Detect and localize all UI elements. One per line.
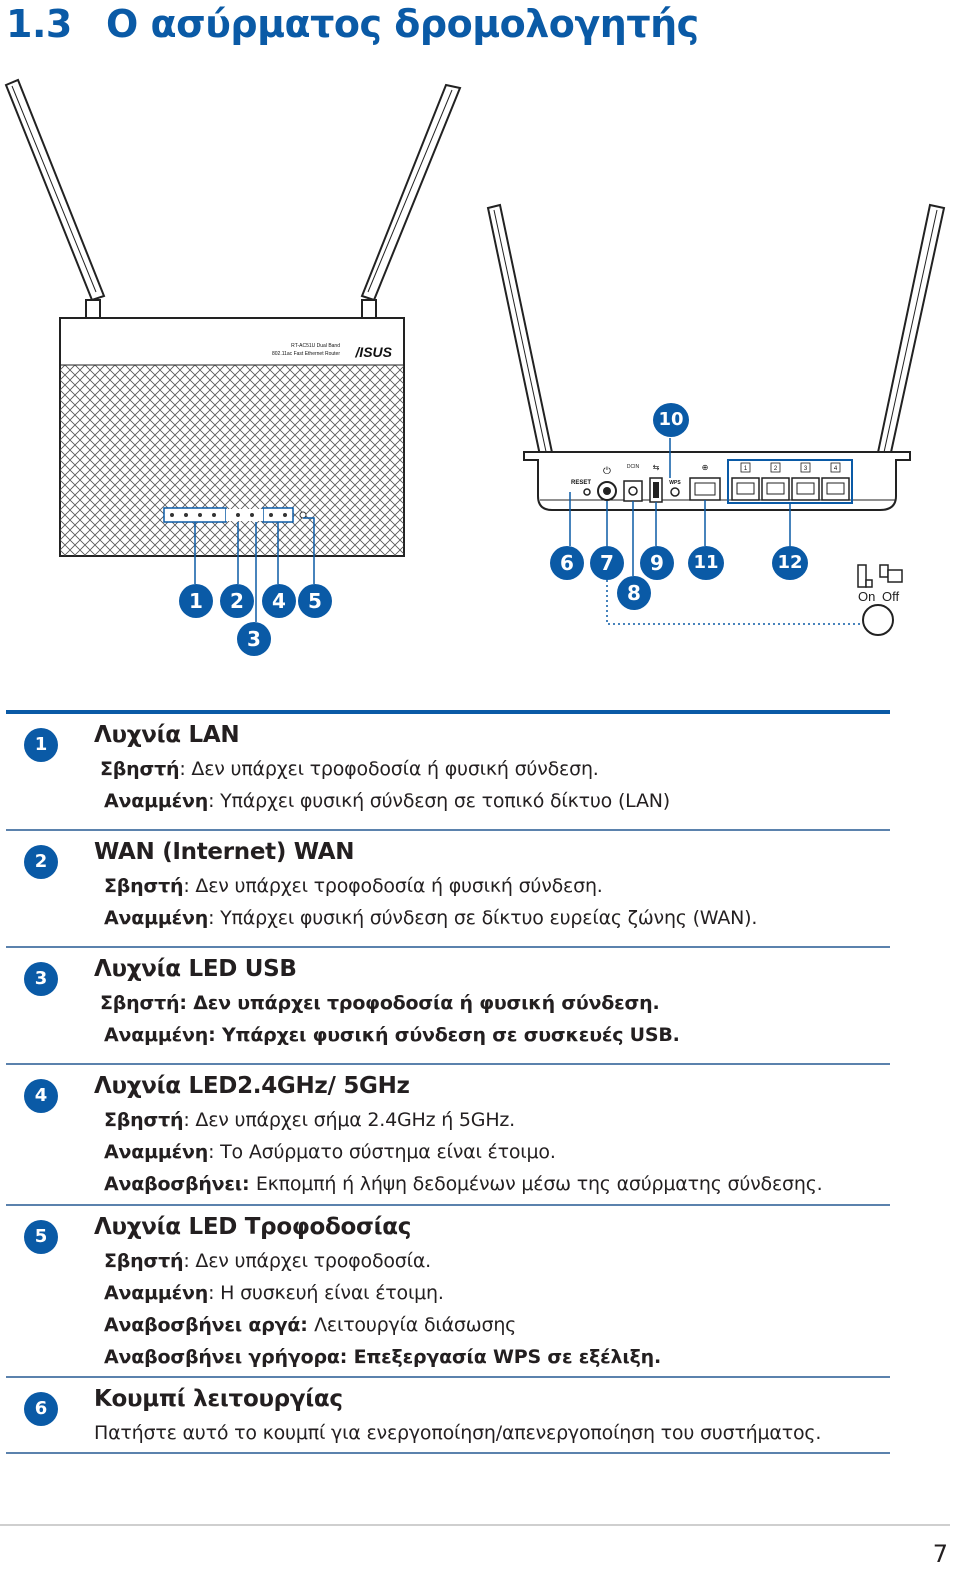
- back-leader-lines: [569, 438, 791, 576]
- item-line: Σβηστή: Δεν υπάρχει τροφοδοσία ή φυσική …: [100, 758, 599, 780]
- item-number-3: 3: [24, 962, 58, 996]
- item-title-1: Λυχνία LAN: [94, 722, 240, 748]
- model-label-1: RT-AC51U Dual Band: [291, 343, 340, 349]
- dcin-label: DCIN: [627, 464, 640, 470]
- item-number-6: 6: [24, 1392, 58, 1426]
- item-number-5: 5: [24, 1220, 58, 1254]
- item-title-6: Κουμπί λειτουργίας: [94, 1386, 343, 1412]
- item-line: Σβηστή: Δεν υπάρχει τροφοδοσία ή φυσική …: [104, 875, 603, 897]
- item-line: Αναμμένη: Το Ασύρματο σύστημα είναι έτοι…: [104, 1141, 556, 1163]
- router-illustration: /ISUS RT-AC51U Dual Band 802.11ac Fast E…: [4, 78, 946, 636]
- lan-port-number-4: 4: [834, 466, 838, 472]
- callout-7: 7: [590, 546, 624, 580]
- callout-5: 5: [298, 584, 332, 618]
- power-symbol: ⏻: [603, 466, 611, 477]
- section-title: Ο ασύρματος δρομολογητής: [106, 2, 699, 46]
- switch-off-label: Off: [882, 589, 900, 604]
- front-antenna-left: [4, 78, 106, 319]
- callout-11: 11: [688, 546, 724, 580]
- item-line: Σβηστή: Δεν υπάρχει σήμα 2.4GHz ή 5GHz.: [104, 1109, 516, 1131]
- router-back-body: RESET ⏻ DCIN ⇆ WPS ⊕: [523, 451, 911, 511]
- lan-port-number-2: 2: [774, 466, 778, 472]
- model-label-2: 802.11ac Fast Ethernet Router: [272, 351, 340, 357]
- item-number-4: 4: [24, 1079, 58, 1113]
- item-line: Αναβοσβήνει αργά: Λειτουργία διάσωσης: [104, 1314, 517, 1336]
- page-number: 7: [932, 1540, 948, 1568]
- footer-rule: [0, 1524, 950, 1526]
- item-line: Αναμμένη: Υπάρχει φυσική σύνδεση σε τοπι…: [104, 790, 670, 812]
- callout-10: 10: [653, 403, 689, 437]
- reset-label: RESET: [571, 480, 591, 486]
- item-title-5: Λυχνία LED Τροφοδοσίας: [94, 1214, 412, 1240]
- item-row-3: 3 Λυχνία LED USB Σβηστή: Δεν υπάρχει τρο…: [0, 948, 900, 1064]
- callout-9: 9: [640, 546, 674, 580]
- row-divider: [6, 1063, 890, 1065]
- item-row-1: 1 Λυχνία LAN Σβηστή: Δεν υπάρχει τροφοδο…: [0, 714, 900, 830]
- item-line: Αναμμένη: Υπάρχει φυσική σύνδεση σε συσκ…: [104, 1024, 680, 1046]
- item-row-6: 6 Κουμπί λειτουργίας Πατήστε αυτό το κου…: [0, 1378, 900, 1454]
- front-antenna-right: [360, 83, 462, 319]
- item-line: Αναμμένη: Υπάρχει φυσική σύνδεση σε δίκτ…: [104, 907, 758, 929]
- callout-6: 6: [550, 546, 584, 580]
- lan-port-number-3: 3: [804, 466, 808, 472]
- item-title-4: Λυχνία LED2.4GHz/ 5GHz: [94, 1073, 410, 1099]
- wps-label: WPS: [669, 480, 681, 486]
- item-title-3: Λυχνία LED USB: [94, 956, 297, 982]
- item-line: Αναβοσβήνει γρήγορα: Επεξεργασία WPS σε …: [104, 1346, 661, 1368]
- page-title: 1.3 Ο ασύρματος δρομολογητής: [6, 2, 699, 46]
- front-leader-lines: [194, 517, 315, 622]
- lan-port-number-1: 1: [744, 466, 748, 472]
- item-line: Πατήστε αυτό το κουμπί για ενεργοποίηση/…: [94, 1422, 822, 1444]
- switch-on-label: On: [858, 589, 876, 604]
- callout-8: 8: [617, 576, 651, 610]
- row-divider: [6, 1376, 890, 1378]
- item-line: Σβηστή: Δεν υπάρχει τροφοδοσία ή φυσική …: [100, 992, 660, 1014]
- item-row-5: 5 Λυχνία LED Τροφοδοσίας Σβηστή: Δεν υπά…: [0, 1206, 900, 1378]
- callout-3: 3: [237, 622, 271, 656]
- section-number: 1.3: [6, 2, 72, 46]
- item-row-4: 4 Λυχνία LED2.4GHz/ 5GHz Σβηστή: Δεν υπά…: [0, 1065, 900, 1205]
- wan-globe-symbol: ⊕: [702, 463, 709, 472]
- item-line: Αναβοσβήνει: Εκπομπή ή λήψη δεδομένων μέ…: [104, 1173, 823, 1195]
- callout-2: 2: [220, 584, 254, 618]
- router-figure: /ISUS RT-AC51U Dual Band 802.11ac Fast E…: [0, 60, 960, 680]
- item-line: Αναμμένη: Η συσκευή είναι έτοιμη.: [104, 1282, 444, 1304]
- item-row-2: 2 WAN (Internet) WAN Σβηστή: Δεν υπάρχει…: [0, 831, 900, 947]
- table-top-rule: [6, 710, 890, 714]
- asus-logo: /ISUS: [354, 344, 392, 360]
- callout-4: 4: [262, 584, 296, 618]
- item-line: Σβηστή: Δεν υπάρχει τροφοδοσία.: [104, 1250, 432, 1272]
- item-title-2: WAN (Internet) WAN: [94, 839, 355, 865]
- item-number-2: 2: [24, 845, 58, 879]
- router-front-body: /ISUS RT-AC51U Dual Band 802.11ac Fast E…: [59, 317, 405, 557]
- row-divider: [6, 829, 890, 831]
- usb-symbol: ⇆: [653, 463, 660, 472]
- row-divider: [6, 1452, 890, 1454]
- row-divider: [6, 1204, 890, 1206]
- power-switch-detail: [857, 564, 903, 636]
- callout-1: 1: [179, 584, 213, 618]
- item-number-1: 1: [24, 728, 58, 762]
- row-divider: [6, 946, 890, 948]
- callout-12: 12: [772, 546, 808, 580]
